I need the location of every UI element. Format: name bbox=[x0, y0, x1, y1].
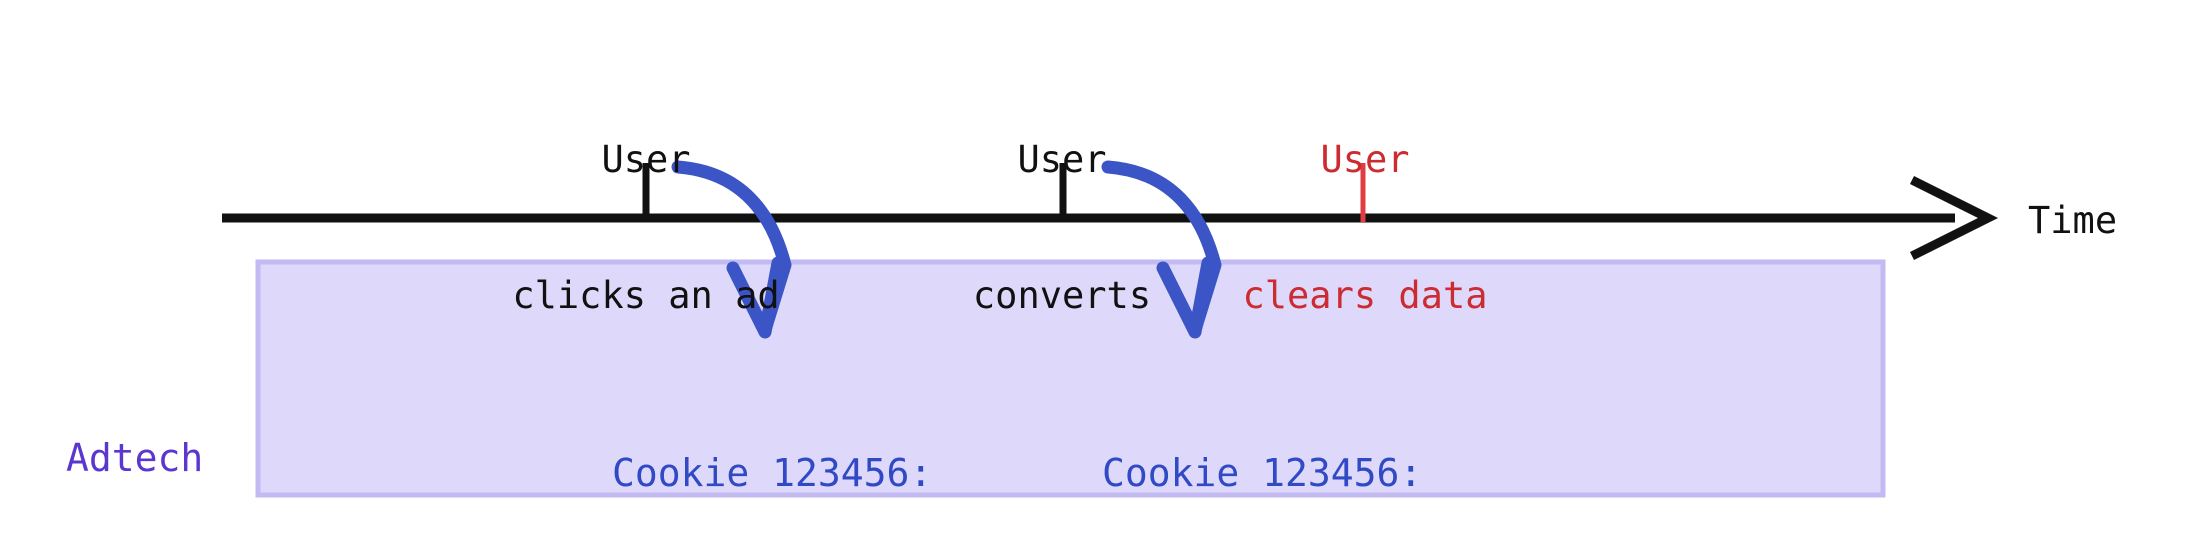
event-label-convert: User converts bbox=[847, 47, 1277, 408]
timeline-axis-label: Time bbox=[2028, 199, 2118, 242]
event-label-clear-data: User clears data bbox=[1185, 47, 1545, 408]
adtech-server-label-line1: Adtech bbox=[66, 436, 204, 481]
arrow-head-ad-click-icon bbox=[726, 256, 785, 339]
event-label-ad-click-line1: User bbox=[601, 138, 691, 182]
cookie-record-converted: Cookie 123456: Converted bbox=[1102, 352, 1532, 534]
timeline-arrowhead-icon bbox=[1909, 175, 1999, 261]
arrow-curve-convert bbox=[1101, 160, 1222, 337]
cookie-record-converted-line1: Cookie 123456: bbox=[1102, 451, 1423, 496]
event-label-clear-data-line2: clears data bbox=[1242, 273, 1488, 317]
cookie-record-ad-clicked: Cookie 123456: Ad clicked bbox=[612, 352, 1042, 534]
event-label-convert-line1: User bbox=[1017, 138, 1107, 182]
cookie-record-ad-clicked-line1: Cookie 123456: bbox=[612, 451, 933, 496]
adtech-server-box bbox=[255, 259, 1886, 498]
adtech-server-label: Adtech server bbox=[66, 337, 256, 534]
arrow-curve-ad-click bbox=[671, 160, 792, 337]
arrow-head-convert-icon bbox=[1156, 256, 1215, 339]
event-label-clear-data-line1: User bbox=[1320, 138, 1410, 182]
event-label-ad-click: User clicks an ad bbox=[376, 47, 916, 408]
event-label-ad-click-line2: clicks an ad bbox=[512, 273, 780, 317]
event-label-convert-line2: converts bbox=[972, 273, 1152, 317]
